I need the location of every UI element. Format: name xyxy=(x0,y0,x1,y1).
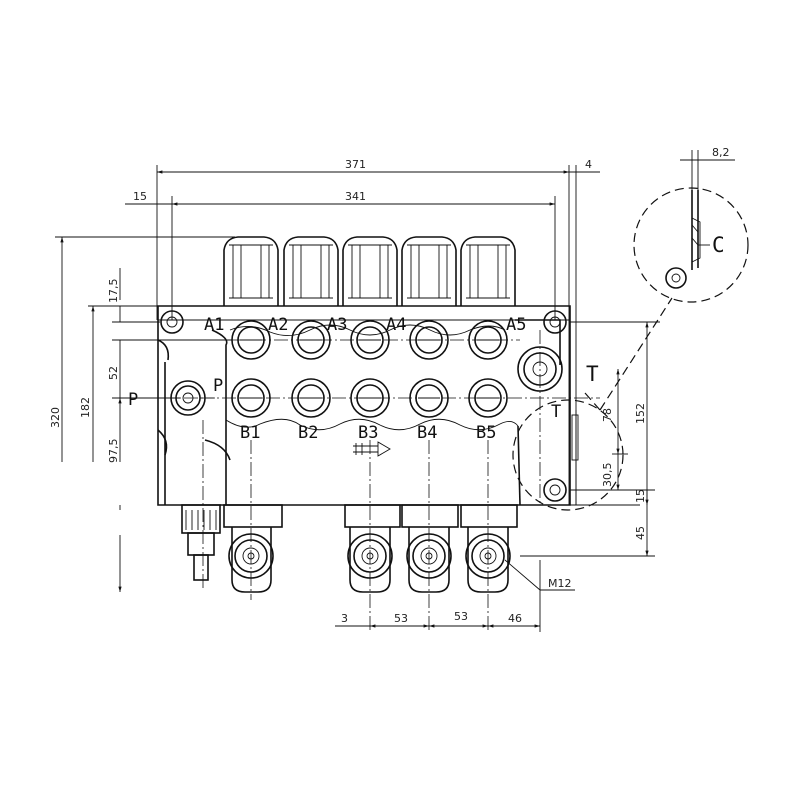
dim-right-45: 45 xyxy=(634,526,647,540)
dim-right-78: 78 xyxy=(601,408,614,422)
relief-valve-stem xyxy=(181,504,221,581)
dim-pitch-cut: 3 xyxy=(341,612,348,625)
detail-c: 8,2 C xyxy=(512,146,749,511)
spool-cap-3 xyxy=(342,236,398,306)
detail-label-c: C xyxy=(712,233,725,257)
dim-height-17: 17,5 xyxy=(107,279,120,304)
label-t-outer: T xyxy=(586,362,599,386)
label-a4: A4 xyxy=(386,315,406,335)
valve-body xyxy=(157,305,640,506)
label-a2: A2 xyxy=(268,315,288,335)
bottom-dimensions: 3 53 53 46 xyxy=(335,560,541,632)
spool-cap-2 xyxy=(283,236,339,306)
mounting-holes xyxy=(160,310,567,502)
top-dimensions: 371 341 15 4 xyxy=(125,158,600,505)
dim-total-width: 371 xyxy=(345,158,366,171)
label-p-inner: P xyxy=(213,376,223,396)
label-b5: B5 xyxy=(476,423,496,443)
mounting-hole-top-left xyxy=(160,310,184,334)
dim-overall-height: 320 xyxy=(49,407,62,428)
thread-callout: M12 xyxy=(548,577,572,590)
label-b1: B1 xyxy=(240,423,260,443)
dim-right-152: 152 xyxy=(634,403,647,424)
dim-height-52: 52 xyxy=(107,366,120,380)
dim-left-offset: 15 xyxy=(133,190,147,203)
dim-height-97: 97,5 xyxy=(107,439,120,464)
spool-cap-4 xyxy=(401,236,457,306)
fitting-5 xyxy=(460,504,518,593)
dim-right-15: 15 xyxy=(634,489,647,503)
dim-bottom-46: 46 xyxy=(508,612,522,625)
spool-caps xyxy=(223,236,516,306)
fitting-1 xyxy=(223,504,283,593)
lever-fittings: M12 xyxy=(181,504,575,593)
port-p-outer-label: P xyxy=(128,390,138,410)
spool-cap-5 xyxy=(460,236,516,306)
mounting-hole-top-right xyxy=(543,310,567,334)
label-a5: A5 xyxy=(506,315,526,335)
label-b4: B4 xyxy=(417,423,437,443)
fitting-4 xyxy=(401,504,459,593)
dim-body-width: 341 xyxy=(345,190,366,203)
left-dimensions: 320 182 97,5 52 17,5 P xyxy=(49,236,235,592)
spool-cap-1 xyxy=(223,236,279,306)
fitting-3 xyxy=(344,504,401,593)
dim-right-offset: 4 xyxy=(585,158,592,171)
dim-detail-gap: 8,2 xyxy=(712,146,730,159)
dim-height-182: 182 xyxy=(79,397,92,418)
right-dimensions: 152 78 30,5 15 45 xyxy=(520,321,660,557)
dim-pitch-1: 53 xyxy=(394,612,408,625)
dim-pitch-2: 53 xyxy=(454,610,468,623)
label-a3: A3 xyxy=(327,315,347,335)
dim-right-30: 30,5 xyxy=(601,463,614,488)
label-b2: B2 xyxy=(298,423,318,443)
label-a1: A1 xyxy=(204,315,224,335)
label-b3: B3 xyxy=(358,423,378,443)
flow-direction-arrow xyxy=(353,441,391,457)
mounting-hole-bottom-right xyxy=(543,478,567,502)
port-labels: A1 A2 A3 A4 A5 B1 B2 B3 B4 B5 P T T xyxy=(204,315,599,443)
center-lines xyxy=(200,330,600,630)
label-t-inner: T xyxy=(551,402,561,422)
